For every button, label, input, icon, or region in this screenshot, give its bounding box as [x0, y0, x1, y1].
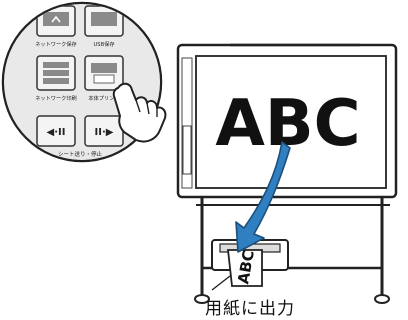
printed-paper-text: ABC — [234, 249, 258, 286]
usb-save-button[interactable] — [84, 5, 124, 37]
scroll-right-icon: II·▶ — [95, 127, 114, 138]
copyboard: ABC ABC — [176, 43, 398, 304]
network-save-button[interactable] — [36, 5, 76, 37]
network-print-button[interactable] — [36, 55, 76, 91]
sheet-feed-label: シート送り・停止 — [58, 150, 103, 158]
network-print-label: ネットワーク印刷 — [35, 94, 77, 102]
local-print-button[interactable] — [84, 55, 124, 91]
control-panel-zoom: ネットワーク保存 USB保存 ネットワーク印刷 本体プリント ◀·II — [1, 1, 167, 163]
scroll-left-button[interactable]: ◀·II — [36, 115, 76, 147]
pointing-hand-icon — [112, 82, 167, 143]
scroll-left-icon: ◀·II — [47, 127, 66, 138]
local-print-label: 本体プリント — [88, 94, 119, 102]
output-arrow-icon — [235, 141, 291, 253]
network-save-label: ネットワーク保存 — [35, 40, 77, 48]
printed-paper: ABC — [226, 249, 263, 287]
scroll-right-button[interactable]: II·▶ — [84, 115, 124, 147]
usb-save-label: USB保存 — [93, 40, 114, 48]
output-to-paper-caption: 用紙に出力 — [205, 299, 295, 319]
caption-pointer — [211, 275, 231, 291]
